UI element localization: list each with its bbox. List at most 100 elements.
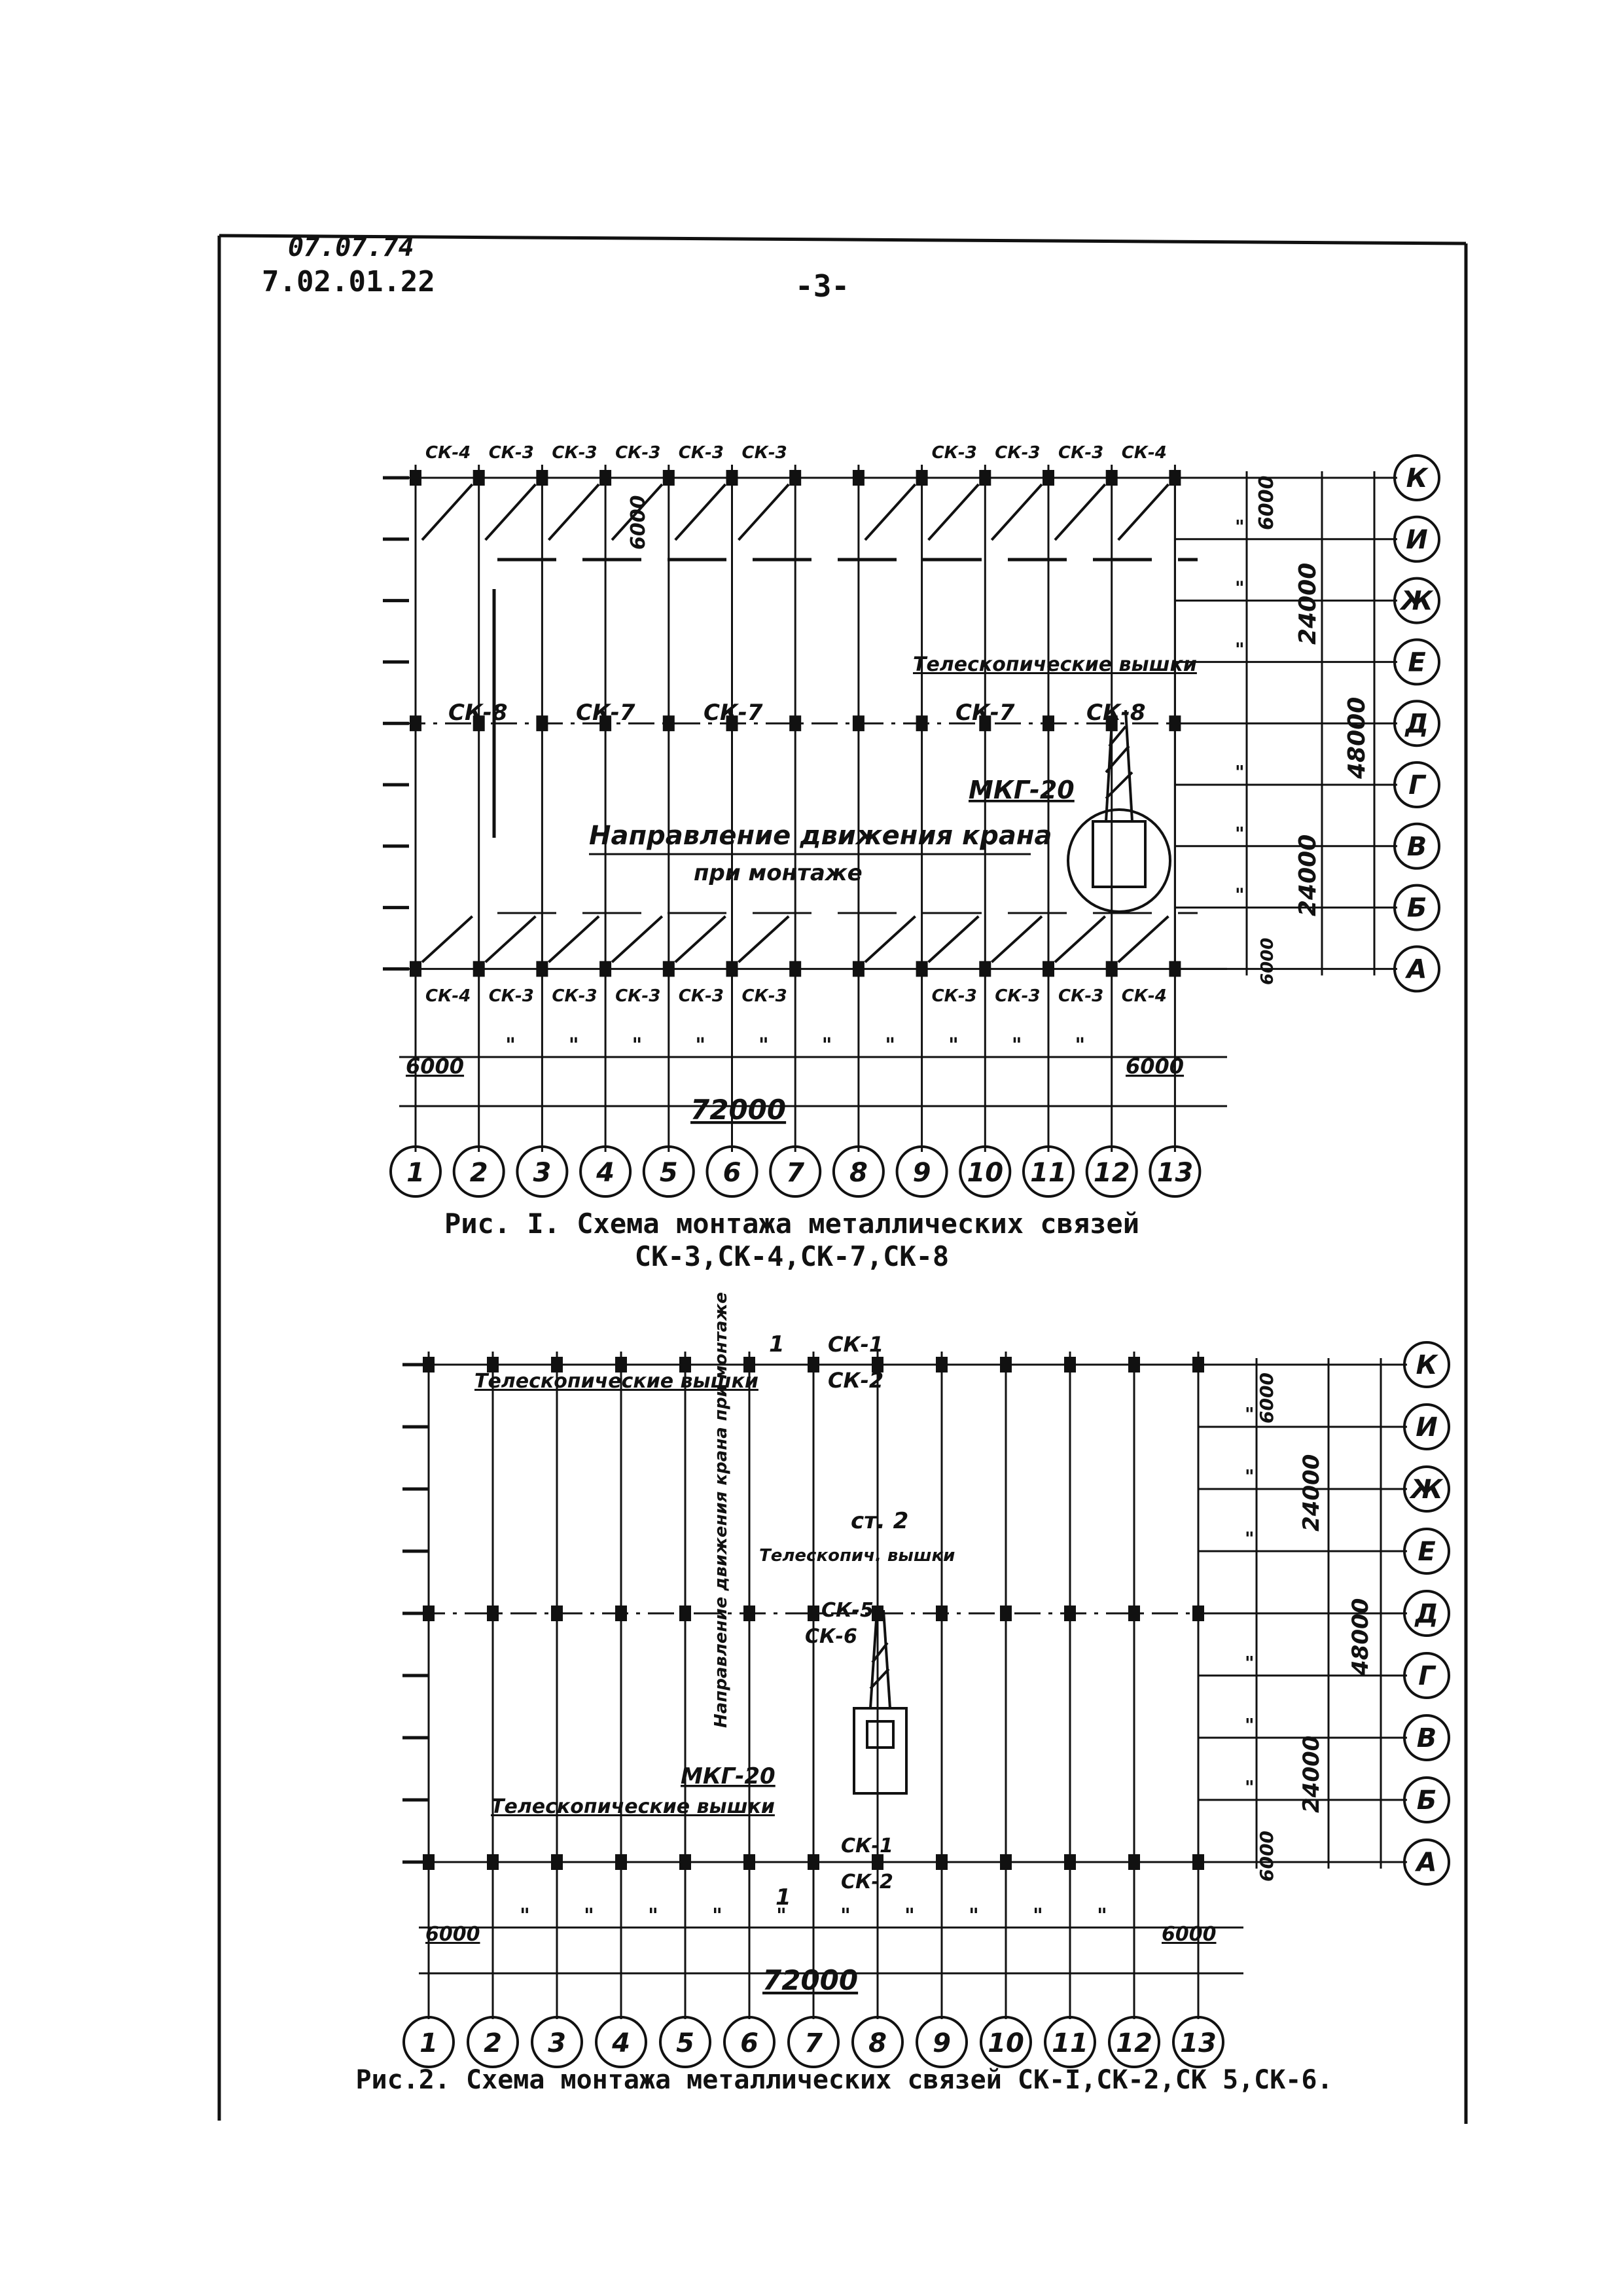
row-axis-label-И: И — [1416, 1412, 1437, 1443]
bottom-brace — [990, 915, 1043, 963]
column-marker — [789, 961, 802, 977]
column-marker — [487, 1605, 499, 1621]
fig1-top-brace-label: СК-4 — [1122, 443, 1167, 463]
bottom-brace — [738, 915, 790, 963]
column-marker — [789, 470, 802, 486]
column-marker — [852, 715, 865, 732]
fig1-bottom-brace-label: СК-3 — [742, 986, 787, 1006]
bottom-brace — [484, 915, 537, 963]
fig2-towers-top: Телескопические вышки — [474, 1370, 758, 1393]
column-marker — [679, 1605, 691, 1621]
column-axis-label-8: 8 — [868, 2028, 887, 2058]
row-axis-label-Г: Г — [1408, 770, 1427, 800]
fig1-span-dim-top: 24000 — [1294, 563, 1321, 645]
fig2-bottom-label-1: СК-1 — [841, 1835, 893, 1857]
column-axis-bubble-2 — [452, 1145, 505, 1198]
fig1-top-brace-label: СК-3 — [742, 443, 787, 463]
fig1-span-dim-bottom: 24000 — [1294, 834, 1321, 916]
fig1-top-brace-label: СК-3 — [995, 443, 1040, 463]
bottom-brace — [548, 915, 600, 963]
fig2-top-label-1: СК-1 — [828, 1332, 883, 1357]
column-axis-label-4: 4 — [596, 1158, 615, 1188]
column-marker — [743, 1854, 755, 1870]
column-marker — [916, 715, 928, 732]
column-axis-label-3: 3 — [533, 1158, 551, 1188]
fig1-top-brace-label: СК-3 — [489, 443, 534, 463]
row-axis-label-К: К — [1416, 1350, 1439, 1380]
column-axis-label-13: 13 — [1180, 2028, 1217, 2058]
fig1-crane-label: МКГ-20 — [969, 776, 1075, 804]
fig1-middle-label-1: СК-8 — [448, 700, 508, 726]
bottom-brace — [421, 915, 474, 963]
column-marker — [979, 715, 991, 732]
column-marker — [936, 1605, 948, 1621]
ditto-mark: " — [904, 1905, 915, 1928]
column-axis-bubble-9 — [916, 2016, 968, 2068]
column-axis-bubble-10 — [959, 1145, 1012, 1198]
ditto-mark-right: " — [1245, 1714, 1255, 1736]
fig1-middle-label-5: СК-8 — [1086, 700, 1146, 726]
column-axis-label-3: 3 — [548, 2028, 566, 2058]
column-marker — [410, 715, 421, 732]
row-axis-label-В: В — [1407, 832, 1427, 862]
fig1-bottom-brace-label: СК-3 — [489, 986, 534, 1006]
figure-1-column-markers — [410, 470, 1181, 977]
ditto-mark: " — [584, 1905, 594, 1928]
fig1-direction-line2: при монтаже — [694, 860, 863, 886]
column-marker — [423, 1357, 435, 1372]
top-brace — [547, 483, 600, 541]
fig1-bottom-brace-label: СК-4 — [425, 986, 471, 1006]
column-marker — [423, 1605, 435, 1621]
fig2-edge-dim-top: 6000 — [1256, 1372, 1277, 1424]
doc-number: 7.02.01.22 — [262, 265, 435, 298]
column-marker — [1128, 1854, 1140, 1870]
fig1-towers-label: Телескопические вышки — [913, 653, 1197, 676]
column-marker — [726, 961, 738, 977]
row-axis-label-Ж: Ж — [1399, 586, 1434, 617]
column-axis-label-5: 5 — [676, 2028, 694, 2058]
column-marker — [551, 1854, 563, 1870]
column-axis-bubble-5 — [659, 2016, 711, 2068]
fig2-towers-bottom: Телескопические вышки — [491, 1795, 775, 1818]
column-marker — [473, 961, 485, 977]
column-axis-label-2: 2 — [470, 1158, 488, 1188]
bottom-brace — [927, 915, 980, 963]
column-marker — [743, 1357, 755, 1372]
top-brace — [738, 483, 790, 541]
row-axis-bubble-А — [1403, 1839, 1450, 1886]
figure-2-caption: Рис.2. Схема монтажа металлических связе… — [355, 2065, 1333, 2095]
fig2-bay-dim-left: 6000 — [425, 1923, 480, 1946]
row-axis-bubble-В — [1403, 1714, 1450, 1761]
column-marker — [615, 1854, 627, 1870]
column-axis-bubble-7 — [769, 1145, 822, 1198]
column-marker — [1169, 961, 1181, 977]
column-axis-bubble-6 — [723, 2016, 776, 2068]
column-marker — [1169, 715, 1181, 732]
fig1-bottom-brace-label: СК-3 — [1058, 986, 1103, 1006]
ditto-mark-right: " — [1245, 1652, 1255, 1674]
fig2-middle-label-2: СК-6 — [805, 1625, 857, 1648]
fig1-bottom-brace-label: СК-3 — [552, 986, 597, 1006]
row-axis-bubble-Б — [1403, 1776, 1450, 1823]
row-axis-bubble-Д — [1403, 1590, 1450, 1637]
row-axis-bubble-И — [1393, 515, 1440, 563]
column-axis-label-10: 10 — [988, 2028, 1024, 2058]
column-marker — [551, 1605, 563, 1621]
figure-1-caption-line2: СК-3,СК-4,СК-7,СК-8 — [634, 1240, 950, 1272]
column-axis-bubble-4 — [595, 2016, 647, 2068]
column-axis-label-12: 12 — [1094, 1158, 1130, 1188]
column-axis-label-10: 10 — [967, 1158, 1003, 1188]
fig1-bottom-brace-label: СК-3 — [932, 986, 977, 1006]
column-axis-bubble-1 — [402, 2016, 455, 2068]
ditto-mark-right: " — [1235, 884, 1245, 906]
ditto-mark-right: " — [1235, 638, 1245, 660]
top-brace — [927, 483, 980, 541]
column-axis-bubble-13 — [1172, 2016, 1224, 2068]
column-marker — [551, 1357, 563, 1372]
row-axis-label-К: К — [1406, 463, 1429, 493]
row-axis-bubble-К — [1403, 1341, 1450, 1388]
column-marker — [1064, 1854, 1076, 1870]
top-brace — [1117, 483, 1169, 541]
ditto-mark: " — [569, 1034, 579, 1057]
column-marker — [1192, 1854, 1204, 1870]
